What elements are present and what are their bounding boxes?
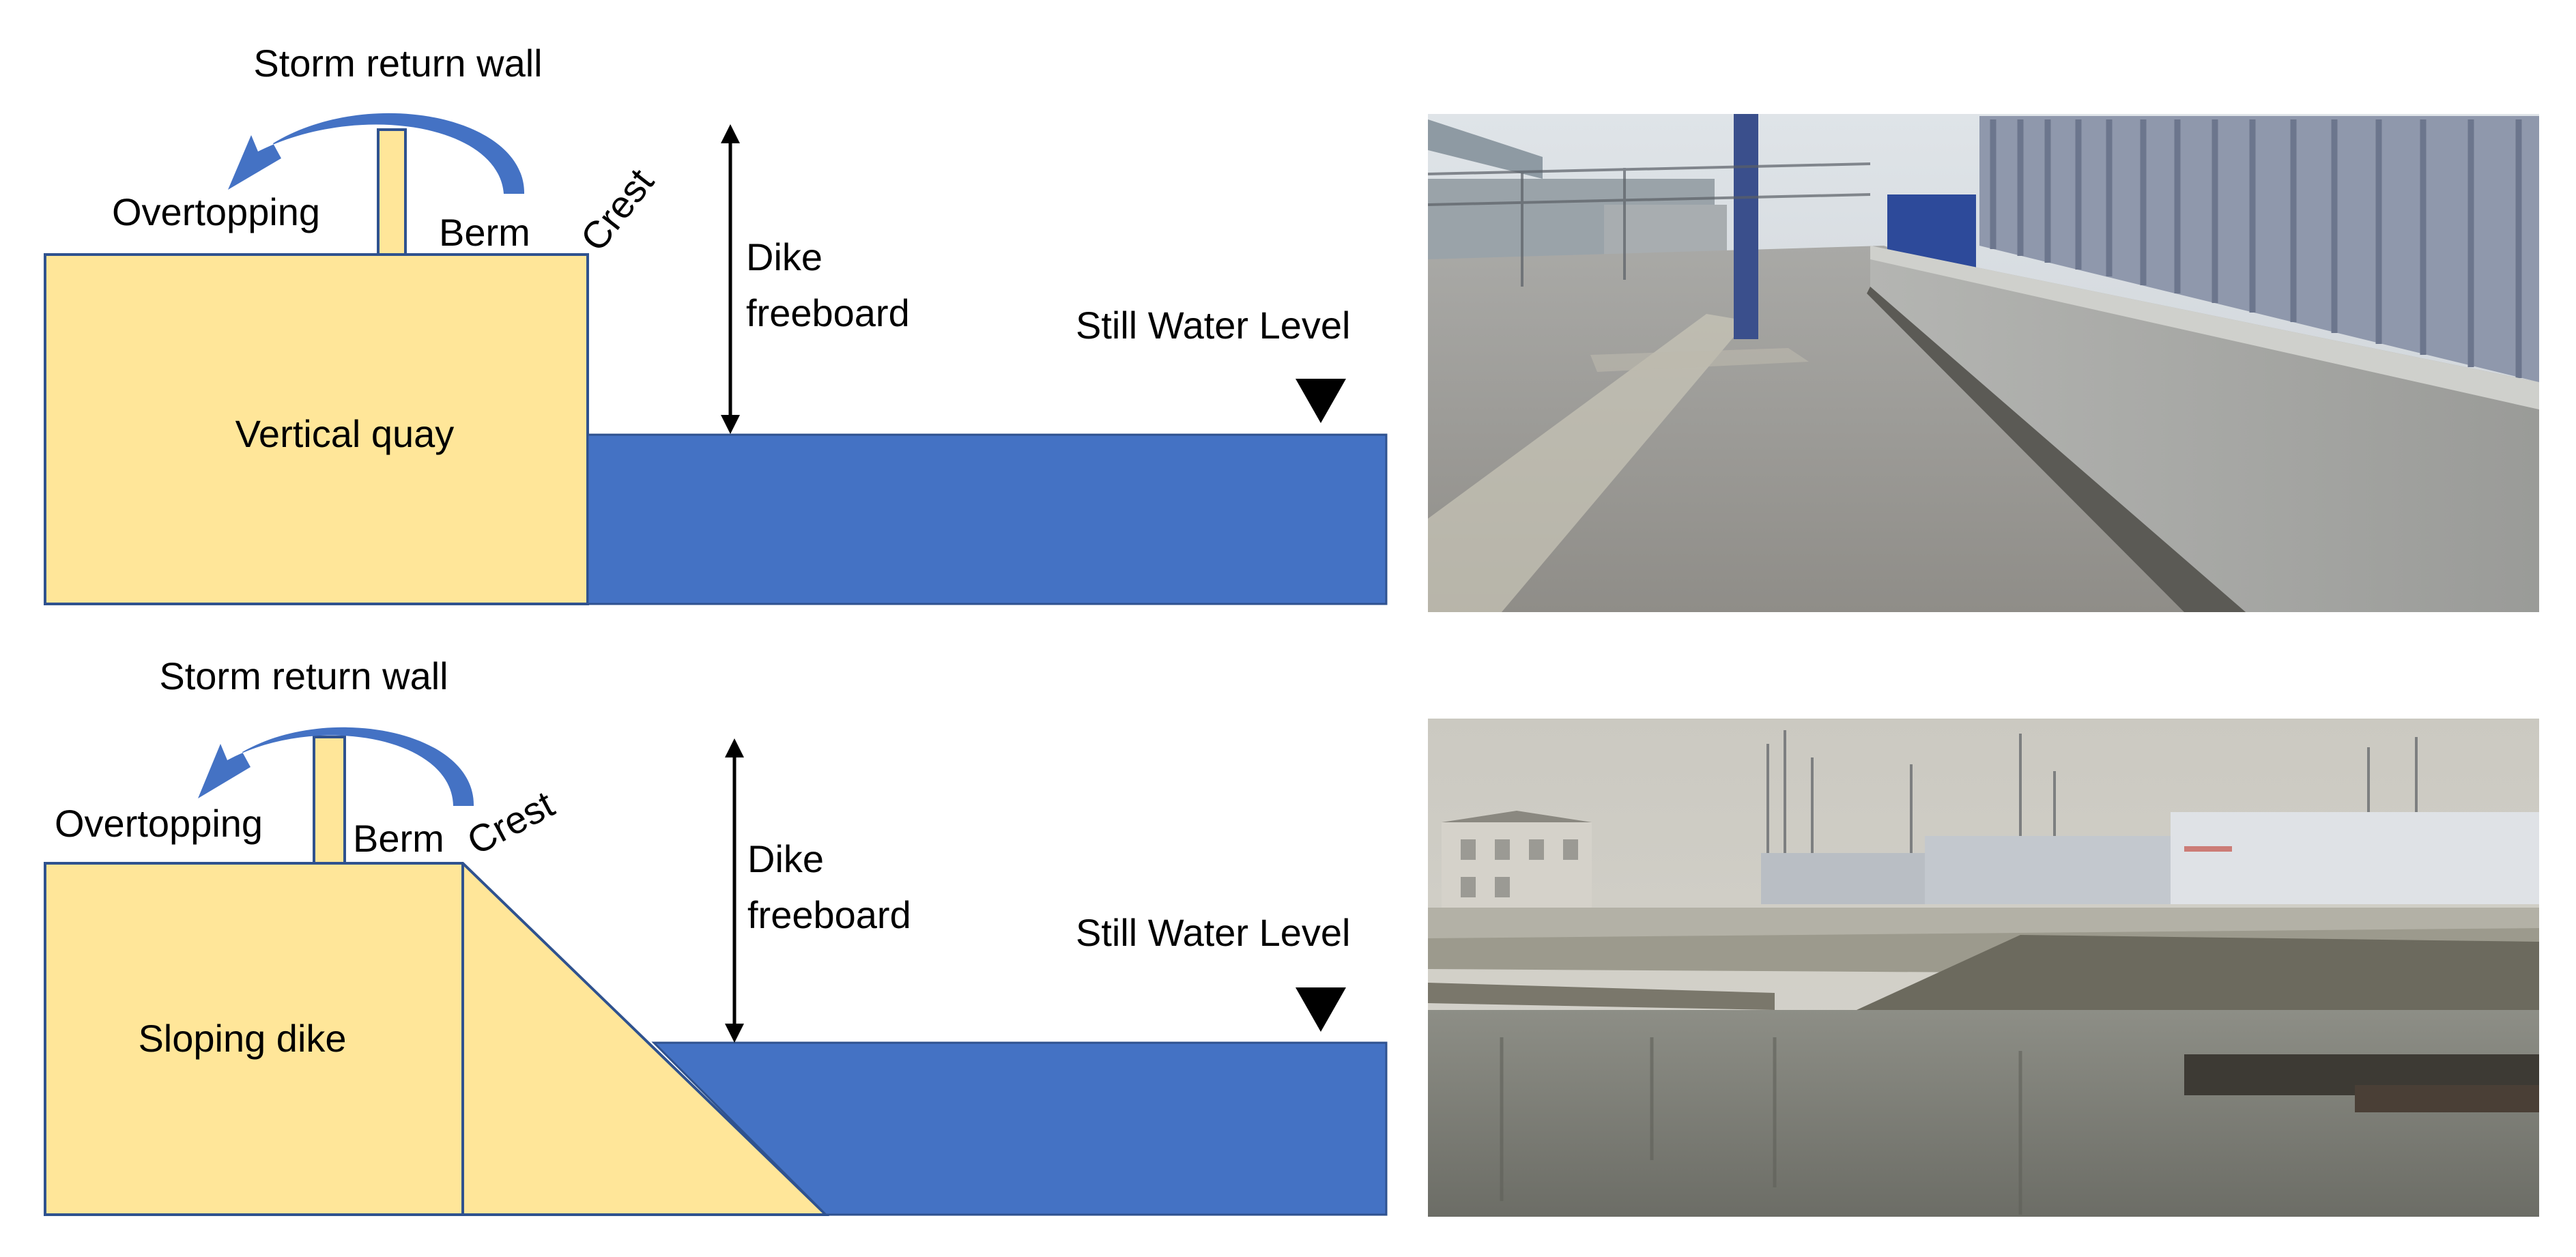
curved-arrow-icon [228,113,525,194]
berm-label: Berm [439,211,530,254]
curved-arrow-icon [198,727,474,806]
photo-vertical-quay [1428,114,2539,612]
structure-label: Vertical quay [235,412,455,455]
photo-sloping-dike [1428,719,2539,1217]
crest-label: Crest [572,160,662,259]
double-headed-arrow-icon [721,124,740,434]
diagram-sloping-dike: Storm return wall Overtopping Berm Crest… [44,654,1388,1216]
structure-label: Sloping dike [138,1017,346,1060]
freeboard-label-line2: freeboard [746,291,910,334]
freeboard-label-line1: Dike [746,235,822,278]
freeboard-label-line2: freeboard [747,893,911,936]
still-water-level-label: Still Water Level [1076,911,1351,954]
inverted-triangle-icon [1296,987,1346,1032]
water-body [586,433,1388,605]
diagram-vertical-quay: Storm return wall Overtopping Berm Crest… [44,42,1388,605]
crest-label: Crest [460,782,561,863]
overtopping-label: Overtopping [55,802,263,845]
inverted-triangle-icon [1296,379,1346,423]
berm-label: Berm [353,817,444,860]
water-body [651,1041,1388,1216]
storm-return-wall [313,736,346,865]
overtopping-label: Overtopping [112,190,320,233]
double-headed-arrow-icon [725,738,744,1043]
storm-return-wall [377,128,407,256]
storm-return-wall-label: Storm return wall [159,654,448,697]
still-water-level-label: Still Water Level [1076,304,1351,347]
storm-return-wall-label: Storm return wall [253,42,542,85]
freeboard-label-line1: Dike [747,837,824,880]
vertical-quay-body [44,253,589,605]
